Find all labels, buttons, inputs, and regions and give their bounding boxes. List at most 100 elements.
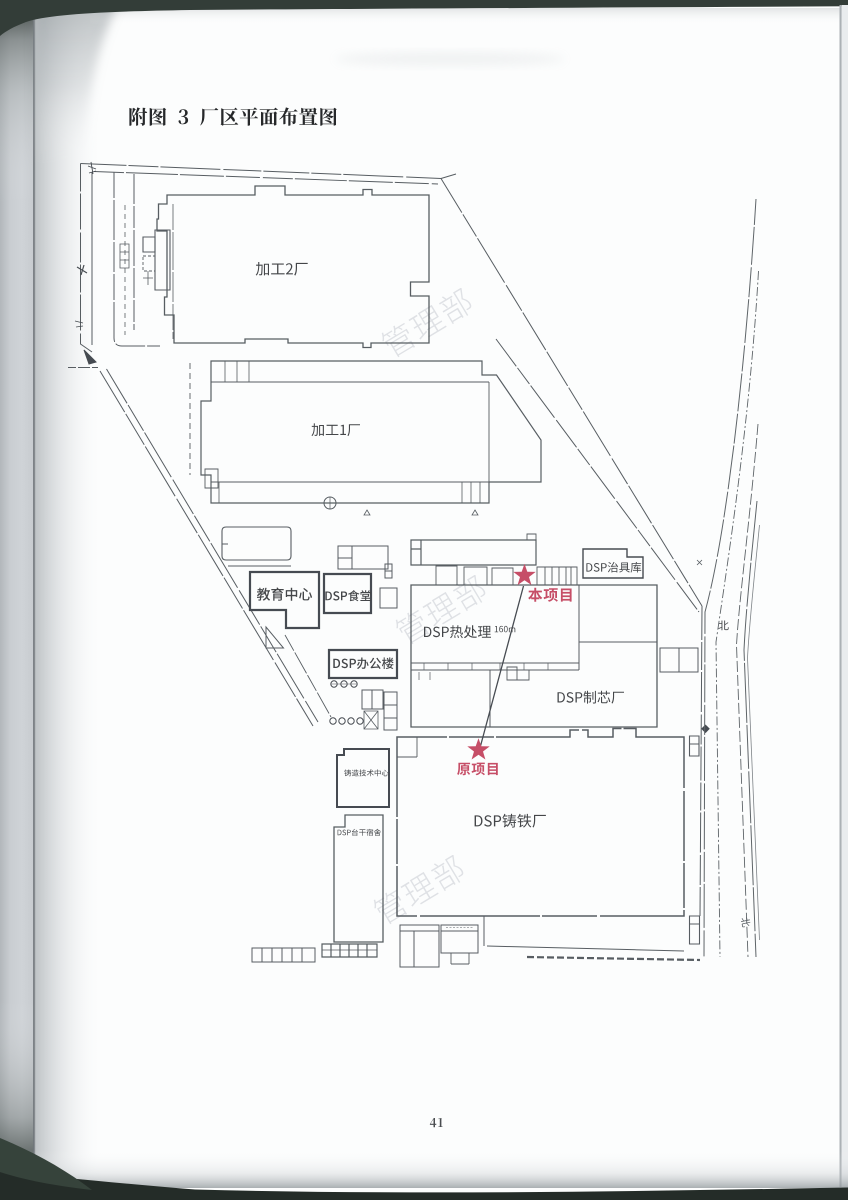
yard-circle-marks <box>329 680 364 725</box>
building-label-zhijuku-glyphs <box>586 561 642 573</box>
fence-east <box>699 605 703 917</box>
scan-top-edge <box>0 0 848 36</box>
watermark-stamp-1-glyphs <box>381 287 472 358</box>
scan-bottom-left-corner <box>0 1138 92 1190</box>
glyphs-path <box>557 690 624 704</box>
plan-detail <box>701 724 710 734</box>
plan-detail <box>142 236 156 253</box>
plan-detail <box>506 666 530 681</box>
plan-detail <box>338 717 346 725</box>
glyphs-path <box>311 423 360 437</box>
scan-bottom-edge <box>0 1172 848 1200</box>
plan-detail <box>696 559 703 566</box>
scan-smudge <box>335 52 565 66</box>
boundary-north <box>80 163 442 179</box>
watermark-stamp-3-glyphs <box>373 854 464 925</box>
building-label-zhixin-glyphs <box>557 690 624 704</box>
road-line-3 <box>736 423 759 958</box>
marker-original-project-label-glyphs <box>457 762 498 776</box>
glyphs-path <box>740 917 751 928</box>
building-jiagong1 <box>200 360 542 516</box>
road-line-5 <box>747 524 760 941</box>
building-jiaoyu-outline <box>248 570 321 630</box>
building-label-jiaoyu-glyphs <box>256 587 313 601</box>
west-strip-building <box>113 172 160 347</box>
boundary-southwest-inner <box>106 368 319 723</box>
scan-bottom-soft-shadow <box>0 1150 848 1188</box>
building-label-rechuli-glyphs <box>424 625 491 639</box>
plan-detail <box>410 539 537 566</box>
glyphs-path <box>528 587 572 602</box>
north-label: 北 <box>718 620 729 633</box>
project-connector-line <box>479 585 525 747</box>
plan-detail <box>204 468 219 489</box>
road-line-1 <box>703 198 757 958</box>
service-buildings-mid <box>361 689 398 731</box>
plan-detail <box>347 717 355 725</box>
traffic-island <box>265 625 285 649</box>
plan-detail <box>526 533 537 541</box>
glyphs-path <box>586 561 642 573</box>
page-number: 41 <box>430 1116 445 1130</box>
glyphs-path <box>255 262 308 276</box>
plan-detail <box>337 545 389 570</box>
scan-left-gutter-top-shade <box>0 4 34 204</box>
building-zhutie-outline <box>396 727 685 917</box>
plan-detail <box>324 497 336 509</box>
plan-detail <box>361 689 384 710</box>
building-bangong-outline <box>327 648 399 680</box>
plan-detail <box>363 509 479 516</box>
road-line-4 <box>743 500 758 958</box>
middle-cluster <box>221 526 332 718</box>
glyphs-path <box>337 828 381 836</box>
site-plan-figure: 加工2厂 加工1厂 教育中心 DSP食堂 DSP热处理 DSP治具库 DSP办公… <box>68 161 760 968</box>
building-label-jiagong2-glyphs <box>255 262 308 276</box>
boundary-southwest <box>99 370 314 727</box>
plan-detail <box>363 710 379 730</box>
plan-detail <box>87 161 97 175</box>
glyphs-path <box>474 813 546 828</box>
plan-detail <box>688 735 700 757</box>
plan-detail <box>450 953 470 965</box>
boundary-stub <box>440 173 457 179</box>
watermark-stamp-2-glyphs <box>395 574 486 645</box>
marker-current-project-star <box>513 563 536 585</box>
plan-detail <box>659 647 699 673</box>
glyphs-path <box>333 657 394 670</box>
plan-detail <box>399 924 440 968</box>
plan-detail <box>397 737 418 758</box>
marker-original-project-star <box>467 738 490 760</box>
plan-detail <box>379 587 398 609</box>
road-east <box>703 198 760 958</box>
glyphs-path <box>424 625 491 639</box>
building-zhuzao-outline <box>336 748 390 808</box>
boundary-northeast <box>440 178 703 607</box>
south-fence <box>486 945 701 962</box>
scan-top-soft-shadow <box>90 8 848 25</box>
glyphs-path <box>373 854 464 925</box>
plan-detail <box>222 543 291 567</box>
south-sheds <box>251 924 479 968</box>
building-rechuli-complex <box>410 533 699 728</box>
plan-detail <box>356 717 364 725</box>
building-jiagong2 <box>142 185 430 349</box>
east-fence-structures <box>688 559 710 945</box>
building-shitang-outline <box>322 572 373 615</box>
glyphs-path <box>381 287 472 358</box>
service-buildings-north <box>337 545 398 609</box>
road-centerline <box>715 270 759 958</box>
scan-right-edge-paper <box>841 5 848 1190</box>
plan-detail <box>142 255 156 272</box>
building-rechuli-outline <box>410 584 658 728</box>
plan-detail <box>383 691 398 731</box>
plan-detail <box>113 172 160 347</box>
building-label-shitang-glyphs <box>325 590 371 602</box>
scan-spine-crease-line <box>33 12 36 1180</box>
plan-detail <box>218 361 481 503</box>
boundary-west <box>80 163 93 353</box>
glyphs-path <box>256 587 313 601</box>
plan-detail <box>74 320 84 328</box>
